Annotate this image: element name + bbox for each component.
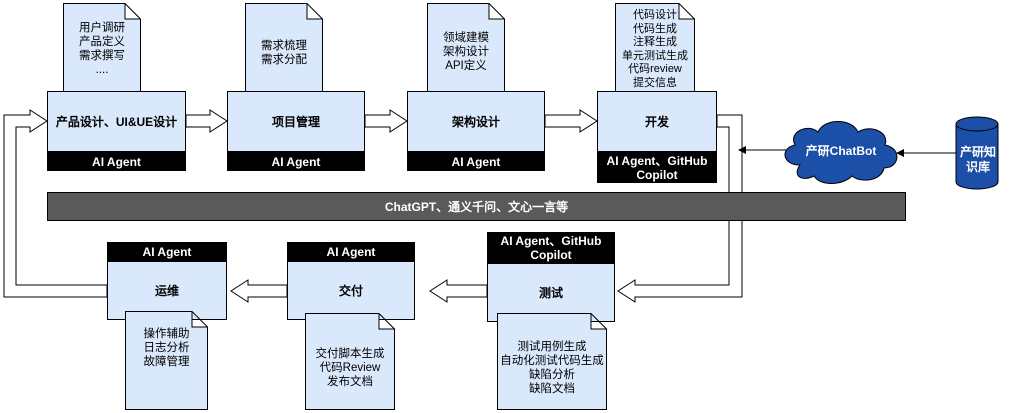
knowledge-base-label: 产研知识库: [959, 145, 996, 174]
llm-bar: ChatGPT、通义千问、文心一言等: [47, 192, 906, 221]
arrow-dev-to-test: [617, 114, 743, 303]
stage-title: 架构设计: [451, 115, 500, 129]
stage-title: 产品设计、UI&UE设计: [55, 115, 178, 129]
note-line: 发布文档: [327, 376, 373, 388]
note-line: 代码设计: [633, 9, 677, 21]
stage-deliver[interactable]: 交付: [287, 261, 415, 320]
stage-title: 项目管理: [271, 115, 320, 129]
stage-design-agent: AI Agent: [47, 152, 186, 171]
note-line: 产品定义: [79, 36, 125, 48]
note-line: 单元测试生成: [622, 49, 688, 62]
arrow-deliver-to-ops: [230, 279, 288, 303]
stage-title: 运维: [154, 284, 179, 298]
arrow-test-to-deliver: [429, 279, 488, 303]
stage-dev[interactable]: 开发: [597, 91, 717, 152]
arrow-pm-to-arch: [364, 109, 408, 133]
note-line: 提交信息: [633, 76, 677, 89]
note-line: 自动化测试代码生成: [500, 355, 604, 367]
stage-ops[interactable]: 运维: [107, 261, 227, 320]
arrow-ops-to-design: [3, 109, 108, 298]
note-pm: 需求梳理 需求分配: [245, 3, 323, 95]
note-line: 操作辅助: [143, 328, 190, 340]
note-line: 需求梳理: [261, 40, 307, 52]
stage-design[interactable]: 产品设计、UI&UE设计: [47, 91, 186, 152]
note-line: 缺陷分析: [529, 369, 575, 381]
note-ops: 操作辅助 日志分析 故障管理: [125, 311, 208, 410]
note-test: 测试用例生成 自动化测试代码生成 缺陷分析 缺陷文档: [497, 313, 607, 410]
stage-title: 交付: [338, 284, 363, 298]
note-line: 测试用例生成: [517, 341, 587, 353]
stage-test-agent: AI Agent、GitHub Copilot: [487, 232, 615, 263]
note-line: 代码生成: [633, 22, 677, 35]
note-line: 需求分配: [261, 54, 307, 66]
note-line: 用户调研: [79, 22, 125, 34]
chatbot-label: 产研ChatBot: [805, 144, 877, 158]
note-line: 代码review: [628, 63, 682, 75]
note-line: 日志分析: [143, 342, 190, 354]
stage-test[interactable]: 测试: [487, 263, 615, 322]
stage-title: 开发: [644, 115, 669, 129]
note-line: 架构设计: [443, 46, 489, 58]
cloud-shape: [784, 121, 898, 184]
arrow-design-to-pm: [185, 109, 228, 133]
note-line: 需求撰写: [79, 50, 125, 62]
note-line: 故障管理: [143, 356, 190, 368]
note-line: 注释生成: [633, 36, 677, 48]
note-line: 交付脚本生成: [315, 348, 385, 360]
note-line: API定义: [445, 60, 487, 72]
note-line: 代码Review: [319, 362, 381, 374]
database-cylinder: [955, 116, 999, 190]
note-line: 领域建模: [443, 32, 489, 44]
stage-deliver-agent: AI Agent: [287, 242, 415, 261]
stage-pm[interactable]: 项目管理: [227, 91, 365, 152]
stage-dev-agent: AI Agent、GitHub Copilot: [597, 152, 717, 183]
note-line: 缺陷文档: [529, 383, 575, 395]
stage-arch-agent: AI Agent: [407, 152, 545, 171]
stage-arch[interactable]: 架构设计: [407, 91, 545, 152]
note-design: 用户调研 产品定义 需求撰写 ....: [63, 3, 141, 95]
note-dev: 代码设计 代码生成 注释生成 单元测试生成 代码review 提交信息: [615, 3, 695, 95]
note-deliver: 交付脚本生成 代码Review 发布文档: [305, 313, 395, 410]
arrow-arch-to-dev: [544, 109, 598, 133]
stage-title: 测试: [538, 286, 563, 300]
stage-ops-agent: AI Agent: [107, 242, 227, 261]
db-to-cloud-arrowhead: [896, 149, 904, 157]
note-line: ....: [95, 64, 109, 76]
note-arch: 领域建模 架构设计 API定义: [427, 3, 505, 95]
stage-pm-agent: AI Agent: [227, 152, 365, 171]
cloud-to-dev-arrowhead: [738, 146, 746, 154]
